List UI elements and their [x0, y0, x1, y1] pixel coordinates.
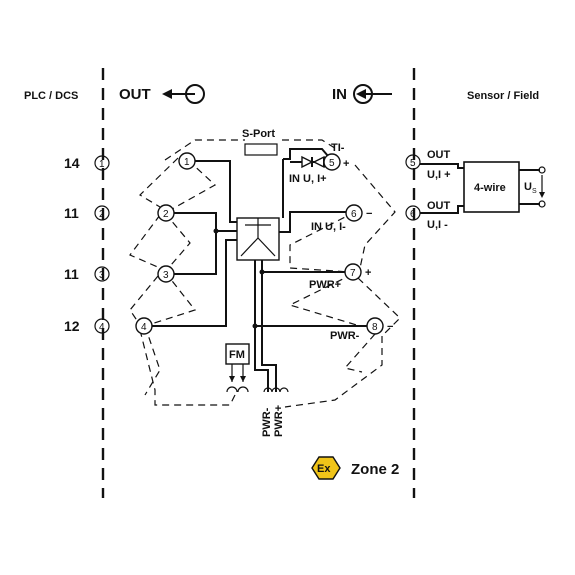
bottom-pwr-plus-label: PWR+	[273, 405, 285, 437]
module-outline	[129, 139, 401, 408]
svg-text:1: 1	[184, 157, 190, 168]
module-node-7: 7 +	[344, 263, 371, 281]
svg-text:−: −	[387, 321, 393, 333]
plc-terminal-12: 12 4	[64, 318, 110, 334]
module-node-3: 3	[157, 265, 175, 283]
pwr-minus-label: PWR-	[330, 330, 360, 342]
in-ui-minus-label: IN U, I-	[311, 221, 346, 233]
svg-text:4: 4	[99, 322, 105, 333]
module-node-2: 2	[157, 204, 175, 222]
s-port-box	[244, 143, 278, 156]
svg-text:+: +	[365, 267, 371, 279]
svg-text:5: 5	[329, 158, 335, 169]
bottom-pwr-minus-label: PWR-	[261, 407, 273, 437]
svg-text:6: 6	[410, 209, 416, 220]
svg-text:FM: FM	[229, 349, 245, 361]
module-node-5: 5 +	[323, 153, 349, 171]
four-wire-label: 4-wire	[474, 182, 506, 194]
svg-text:5: 5	[410, 158, 416, 169]
in-ui-plus-label: IN U, I+	[289, 173, 327, 185]
zone-2-label: Zone 2	[351, 461, 399, 478]
plc-dcs-label: PLC / DCS	[24, 90, 78, 102]
svg-text:4: 4	[141, 322, 147, 333]
svg-text:3: 3	[163, 270, 169, 281]
sensor-ui-minus: U,I -	[427, 219, 448, 231]
bottom-power-connectors	[263, 387, 289, 393]
in-arrow-icon	[353, 84, 392, 104]
fm-block: FM	[225, 343, 250, 393]
ti-minus-label: TI-	[331, 142, 345, 154]
svg-text:2: 2	[163, 209, 169, 220]
sensor-node-5: 5	[405, 154, 421, 170]
module-node-6: 6 −	[345, 204, 372, 222]
ex-badge-icon: Ex	[311, 456, 341, 480]
svg-text:+: +	[343, 158, 349, 170]
module-node-1: 1	[178, 152, 196, 170]
svg-text:7: 7	[350, 268, 356, 279]
sensor-wiring	[420, 163, 546, 214]
sensor-field-label: Sensor / Field	[467, 90, 539, 102]
svg-text:2: 2	[99, 209, 105, 220]
pwr-plus-label: PWR+	[309, 279, 341, 291]
sensor-out-bottom: OUT	[427, 200, 451, 212]
sensor-node-6: 6	[405, 205, 421, 221]
out-arrow-icon	[162, 84, 205, 104]
sensor-out-top: OUT	[427, 149, 451, 161]
svg-text:Ex: Ex	[317, 463, 331, 475]
four-wire-device	[463, 161, 520, 213]
plc-terminal-11b: 11 3	[64, 266, 110, 282]
s-port-label: S-Port	[242, 128, 275, 140]
svg-text:−: −	[366, 208, 372, 220]
left-wiring	[145, 160, 237, 327]
in-label: IN	[332, 86, 347, 103]
module-node-8: 8 −	[366, 317, 393, 335]
svg-text:14: 14	[64, 155, 80, 171]
us-subscript: S	[532, 188, 537, 195]
us-label: U	[524, 181, 532, 193]
isolator-core	[236, 217, 280, 261]
plc-terminal-14: 14 1	[64, 155, 110, 171]
module-node-4: 4	[135, 317, 153, 335]
svg-text:8: 8	[372, 322, 378, 333]
svg-text:11: 11	[64, 266, 79, 282]
svg-text:6: 6	[351, 209, 357, 220]
plc-terminal-11a: 11 2	[64, 205, 110, 221]
svg-text:3: 3	[99, 270, 105, 281]
sensor-ui-plus: U,I +	[427, 169, 451, 181]
svg-text:12: 12	[64, 318, 80, 334]
out-label: OUT	[119, 86, 151, 103]
svg-text:1: 1	[99, 159, 105, 170]
svg-text:11: 11	[64, 205, 79, 221]
right-wiring	[252, 148, 374, 392]
diode-icon	[301, 155, 325, 169]
